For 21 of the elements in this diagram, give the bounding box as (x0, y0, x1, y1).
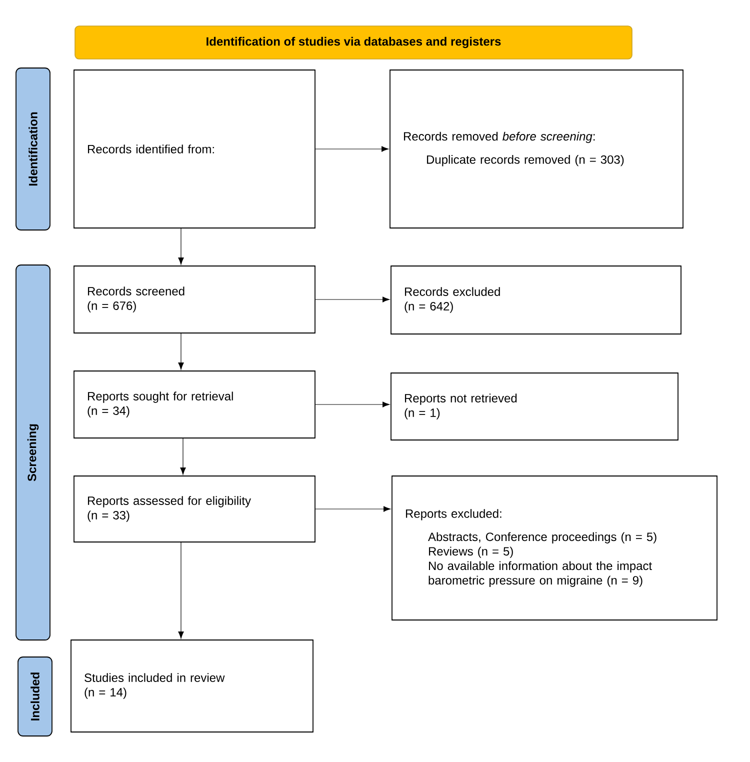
arrow (180, 438, 186, 475)
process-box: Records screened (n = 676) (74, 266, 316, 334)
section-header: Identification of studies via databases and registers (74, 26, 632, 60)
arrow (315, 296, 390, 302)
phase-band: Identification (16, 68, 50, 230)
process-box: Records excluded (n = 642) (390, 266, 682, 334)
arrow (315, 506, 391, 512)
process-box: Reports assessed for eligibility (n = 33) (74, 476, 316, 542)
arrow (315, 146, 389, 152)
phase-band: Included (18, 656, 52, 736)
process-box: Reports excluded: Abstracts, Conference proceedings (n = 5) Reviews (n = 5) No available information about the impact barometric pressure on migraine (n = 9) (392, 476, 718, 620)
arrow (315, 402, 390, 408)
arrow (178, 333, 184, 370)
process-box: Records identified from: (74, 70, 316, 228)
process-box: Studies included in review (n = 14) (70, 640, 314, 732)
arrow (178, 542, 184, 639)
process-box: Records removed before screening: Duplicate records removed (n = 303) (390, 70, 684, 228)
arrow (178, 228, 184, 265)
phase-band: Screening (16, 264, 50, 640)
process-box: Reports not retrieved (n = 1) (390, 372, 678, 440)
process-box: Reports sought for retrieval (n = 34) (74, 370, 316, 438)
